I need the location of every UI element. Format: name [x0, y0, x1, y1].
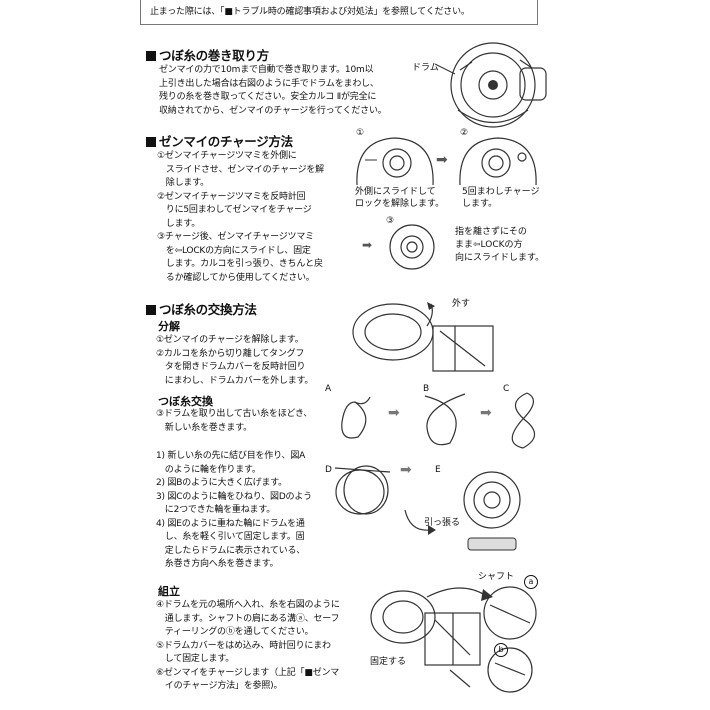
- section-marker: [146, 305, 156, 315]
- drum-illustration: [434, 42, 547, 128]
- section-marker: [146, 137, 156, 147]
- fig2-number: ②: [460, 128, 469, 138]
- charge-figure-2: [459, 137, 537, 186]
- assembly-illustration: [370, 586, 537, 693]
- drum-label: ドラム: [412, 63, 439, 73]
- koukan-text: ③ドラムを取り出して古い糸をほどき、 新しい糸を巻きます。: [156, 409, 313, 433]
- fig3-caption: 指を離さずにそのまま⇦LOCKの方向にスライドします。: [455, 227, 545, 263]
- arrow-right-icon: ➡: [388, 405, 400, 421]
- replace-title: つぼ糸の交換方法: [146, 299, 257, 318]
- drum-loop-figure-e: [404, 471, 521, 551]
- charge-steps: ①ゼンマイチャージツマミを外側に スライドさせ、ゼンマイのチャージを解 除します…: [157, 151, 324, 283]
- arrow-right-icon: ➡: [480, 405, 492, 421]
- fig-b-label: B: [423, 384, 430, 394]
- winding-text: ゼンマイの力で10mまで自動で巻き取ります。10m以 上引き出した場合は右図のよ…: [159, 65, 387, 116]
- arrow-right-icon: ➡: [436, 152, 448, 168]
- koukan-title: つぼ糸交換: [158, 395, 213, 408]
- arrow-right-icon: ➡: [362, 238, 373, 252]
- fig-a-label: A: [325, 384, 332, 394]
- section-marker: [146, 51, 156, 61]
- koukan-steps: 1) 新しい糸の先に結び目を作り、図A のように輪を作ります。 2) 図Bのよう…: [156, 451, 312, 569]
- top-note-box: [140, 0, 538, 25]
- kumitate-title: 組立: [158, 585, 180, 598]
- callout-a-badge: a: [524, 575, 538, 589]
- arrow-right-icon: ➡: [400, 462, 412, 478]
- kumitate-text: ④ドラムを元の場所へ入れ、糸を右図のように 通します。シャフトの肩にある溝ⓐ、セ…: [156, 600, 340, 691]
- fig-c-label: C: [503, 384, 510, 394]
- hipparu-label: 引っ張る: [424, 518, 461, 528]
- top-note: 止まった際には、「■トラブル時の確認事項および対処法」を参照してください。: [150, 7, 470, 17]
- fig1-number: ①: [356, 128, 365, 138]
- loop-figure-b: [424, 393, 466, 446]
- charge-title: ゼンマイのチャージ方法: [146, 131, 293, 150]
- charge-figure-1: [356, 137, 434, 186]
- shaft-label: シャフト: [478, 572, 515, 582]
- callout-b-badge: b: [494, 643, 508, 657]
- charge-figure-3: [389, 224, 435, 270]
- fix-label: 固定する: [370, 657, 407, 667]
- fig2-caption: 5回まわしチャージします。: [462, 187, 540, 209]
- hazusu-label: 外す: [452, 299, 471, 309]
- bunkai-text: ①ゼンマイのチャージを解除します。 ②カルコを糸から切り離してタングフ タを開き…: [156, 335, 314, 386]
- bunkai-title: 分解: [158, 320, 180, 333]
- loop-figure-d: [334, 465, 391, 515]
- disassembly-illustration: [352, 302, 494, 372]
- loop-figure-a: [341, 396, 371, 439]
- loop-figure-c: [511, 392, 536, 449]
- fig1-caption: 外側にスライドしてロックを解除します。: [355, 187, 445, 209]
- fig3-number: ③: [386, 216, 395, 226]
- fig-d-label: D: [325, 465, 332, 475]
- winding-title: つぼ糸の巻き取り方: [146, 45, 269, 64]
- fig-e-label: E: [435, 465, 441, 475]
